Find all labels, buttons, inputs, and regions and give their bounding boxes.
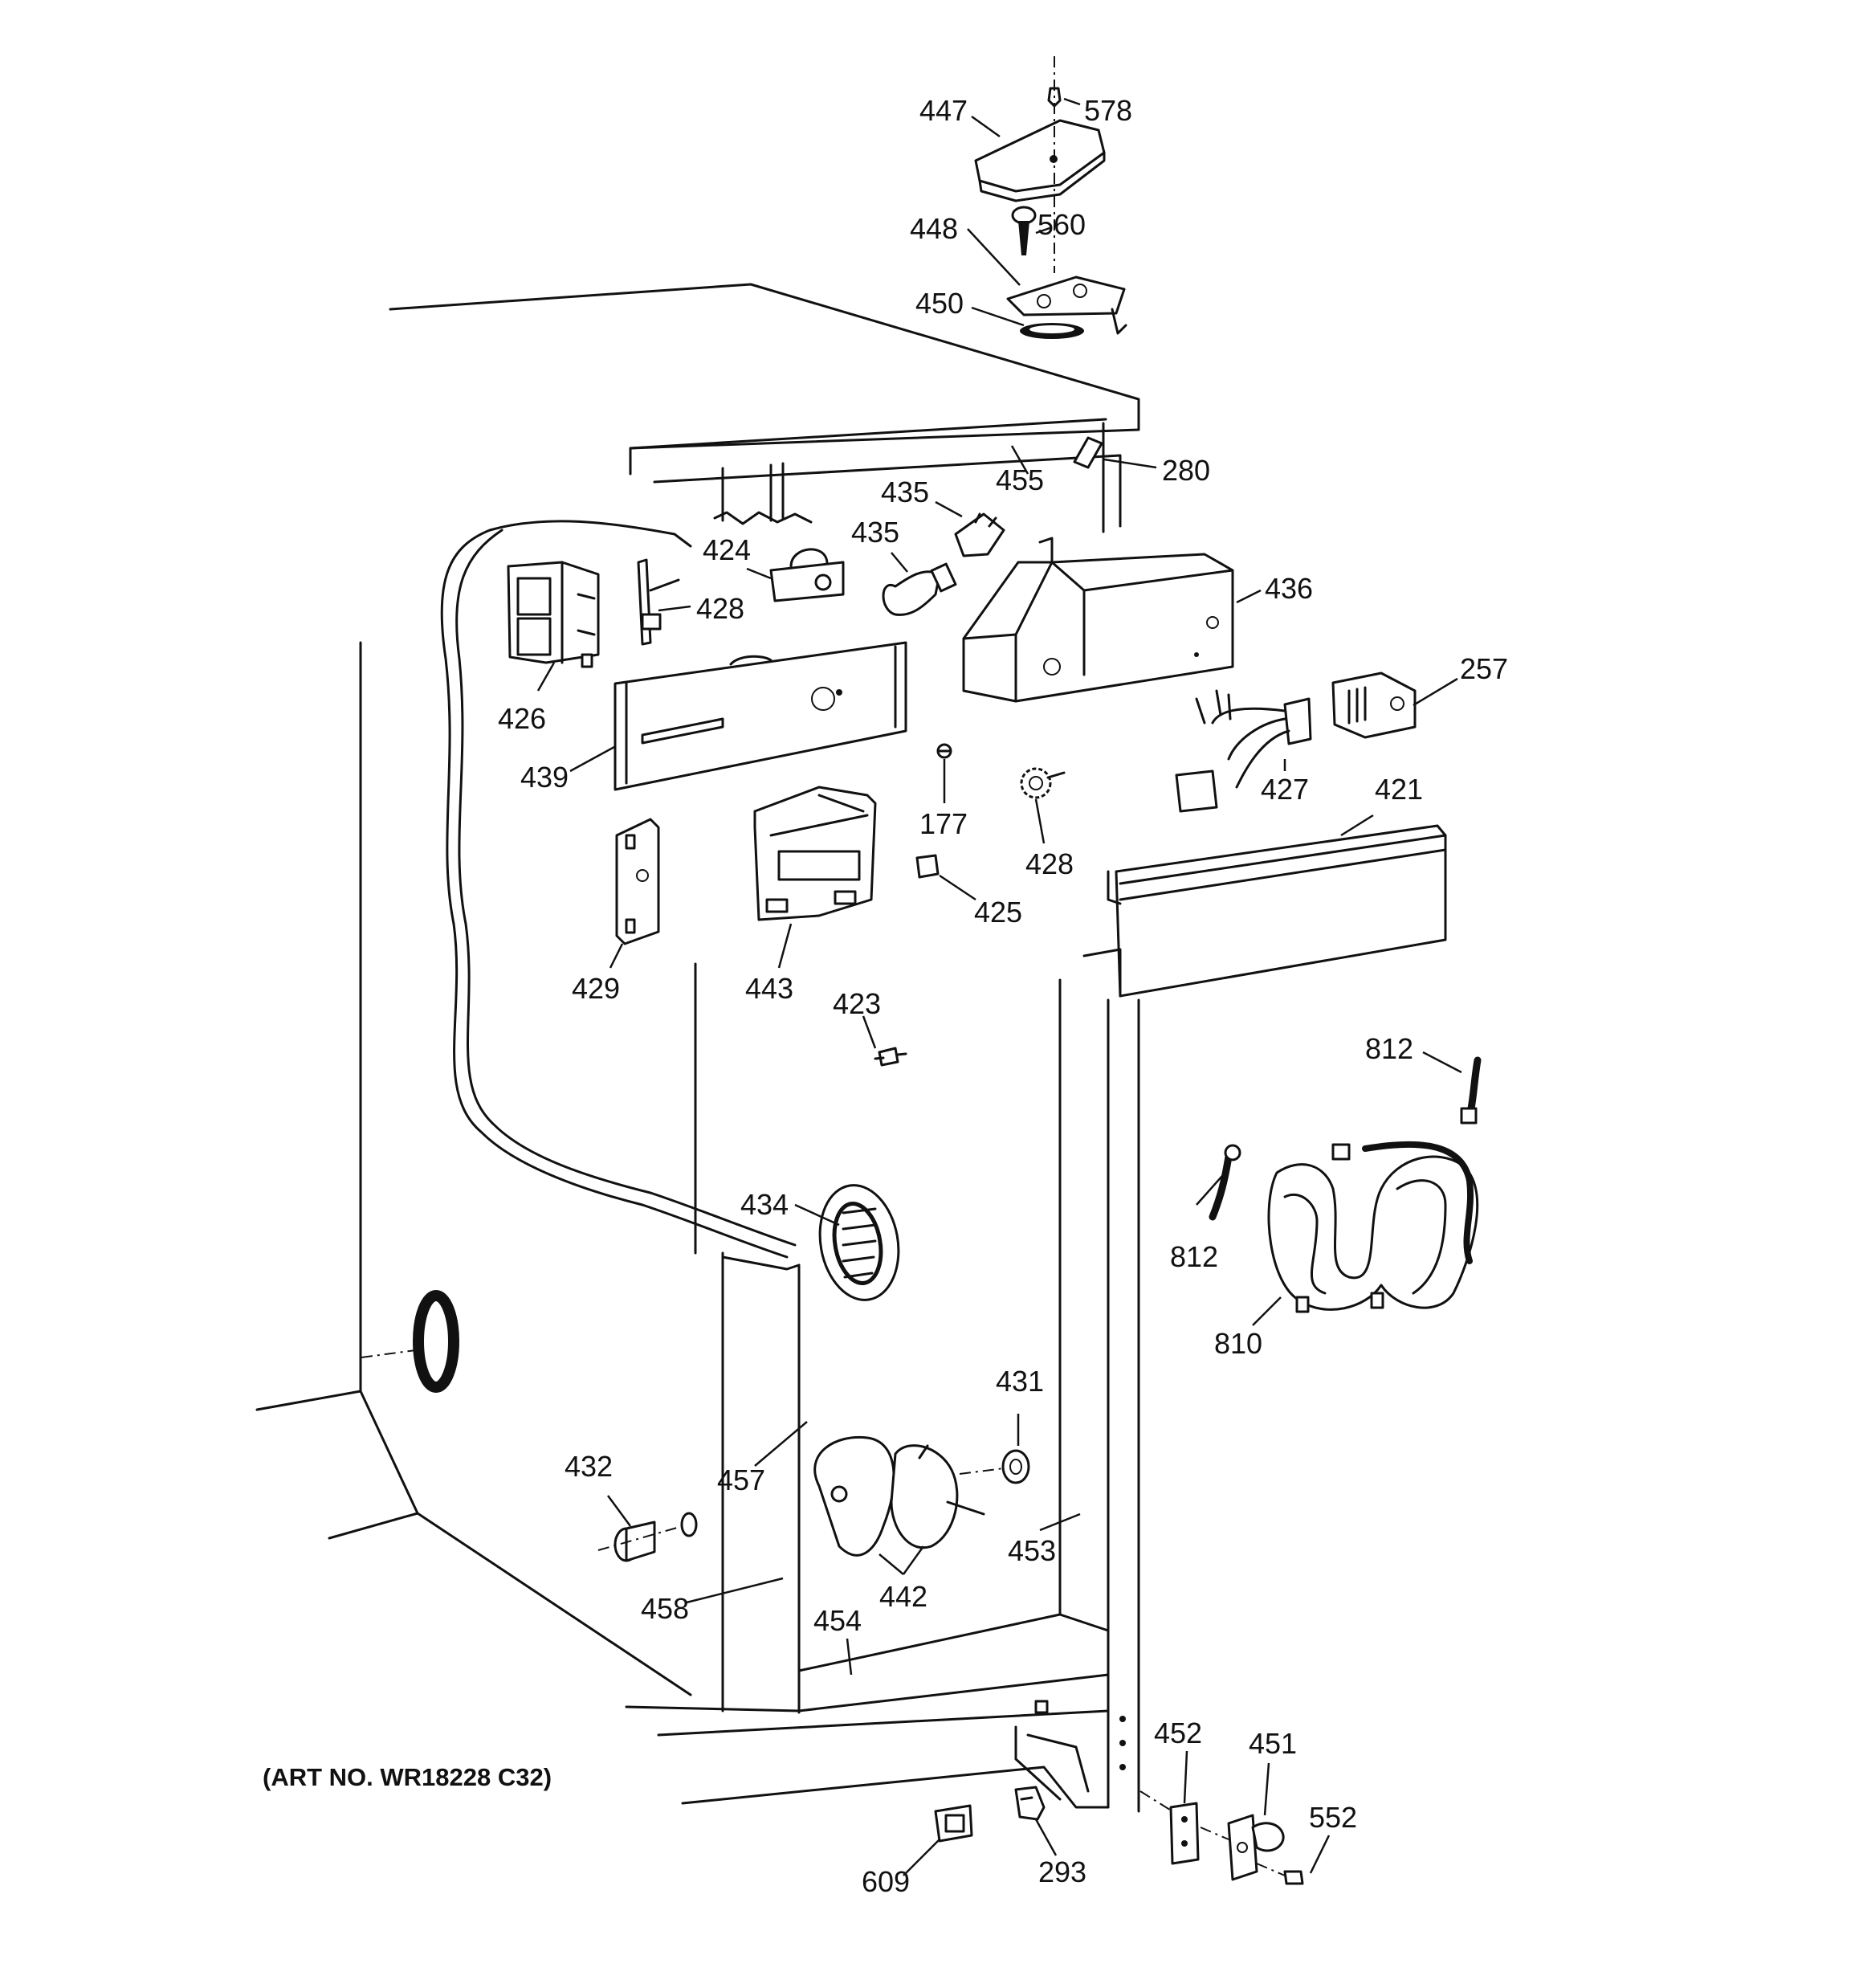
callout-455: 455	[996, 463, 1044, 496]
callout-457: 457	[717, 1463, 765, 1496]
callout-435-bulb: 435	[851, 516, 899, 549]
part-578-screw	[1047, 56, 1062, 273]
part-177-screw	[936, 743, 952, 759]
part-452-shim	[1139, 1790, 1200, 1865]
leader-lines	[536, 97, 1462, 1876]
callout-177: 177	[919, 807, 968, 840]
part-810-defrost-heater	[1267, 1141, 1479, 1313]
part-293-clip	[1014, 1786, 1046, 1821]
callout-labels: 447 578 448 560 450 455 280 435 435 424 …	[498, 94, 1508, 1898]
callout-454: 454	[813, 1604, 862, 1637]
callout-257: 257	[1460, 652, 1508, 685]
part-435-lamp-socket	[954, 512, 1005, 557]
part-421-rail	[1082, 824, 1447, 998]
part-257-defrost-timer	[1331, 672, 1417, 739]
callout-448: 448	[910, 212, 958, 245]
part-812-tube	[1460, 1056, 1482, 1125]
callout-421: 421	[1375, 773, 1423, 806]
part-280-bushing	[1073, 436, 1103, 469]
part-560-screw	[1011, 206, 1037, 255]
part-431-knob	[959, 1449, 1030, 1484]
part-426-switch-housing	[507, 561, 600, 668]
callout-609: 609	[862, 1865, 910, 1898]
part-435-light-bulb	[882, 562, 957, 616]
callout-436: 436	[1265, 572, 1313, 605]
part-450-shim	[1020, 323, 1084, 339]
callout-578: 578	[1084, 94, 1132, 127]
callout-812-upper: 812	[1365, 1032, 1413, 1065]
callout-426: 426	[498, 702, 546, 735]
part-424-switch	[769, 548, 845, 602]
part-448-hinge	[1006, 276, 1127, 335]
cabinet-outline	[255, 283, 1140, 1813]
part-428-bracket	[637, 558, 680, 646]
part-439-mounting-plate	[614, 641, 907, 791]
callout-439: 439	[520, 761, 569, 794]
callout-428-upper: 428	[696, 592, 744, 625]
part-442-damper-control	[813, 1435, 985, 1557]
callout-293: 293	[1038, 1855, 1086, 1888]
callout-429: 429	[572, 972, 620, 1005]
art-number-label: (ART NO. WR18228 C32)	[263, 1763, 552, 1791]
callout-427: 427	[1261, 773, 1309, 806]
part-434-vent-grille	[818, 1184, 900, 1301]
callout-428-gear: 428	[1025, 847, 1074, 880]
callout-458: 458	[641, 1592, 689, 1625]
part-432-bushing	[597, 1512, 698, 1562]
callout-443: 443	[745, 972, 793, 1005]
part-427-wire-harness	[1175, 689, 1312, 813]
part-425-clip	[915, 854, 940, 879]
callout-435-socket: 435	[881, 476, 929, 508]
callout-452: 452	[1154, 1717, 1202, 1749]
callout-450: 450	[915, 287, 964, 320]
part-609-switch	[934, 1804, 973, 1843]
callout-810: 810	[1214, 1327, 1262, 1360]
callout-453: 453	[1008, 1534, 1056, 1567]
callout-552: 552	[1309, 1801, 1357, 1834]
callout-432: 432	[565, 1450, 613, 1483]
callout-424: 424	[703, 533, 751, 566]
callout-442: 442	[879, 1580, 927, 1613]
part-423-sensor	[874, 1047, 907, 1067]
callout-423: 423	[833, 987, 881, 1020]
callout-425: 425	[974, 896, 1022, 929]
callout-812-lower: 812	[1170, 1240, 1218, 1273]
callout-434: 434	[740, 1188, 789, 1221]
part-428-gear	[1020, 767, 1066, 799]
part-429-bracket	[615, 818, 660, 945]
part-436-control-housing	[962, 537, 1234, 703]
part-443-plate	[753, 786, 877, 921]
part-447-hinge-cover	[974, 119, 1106, 202]
callout-447: 447	[919, 94, 968, 127]
callout-560: 560	[1037, 208, 1086, 241]
part-552-screw	[1256, 1863, 1304, 1885]
part-451-bottom-hinge	[1200, 1814, 1285, 1881]
part-812-tube-2	[1209, 1144, 1241, 1221]
callout-451: 451	[1249, 1727, 1297, 1760]
callout-280: 280	[1162, 454, 1210, 487]
callout-431: 431	[996, 1365, 1044, 1398]
